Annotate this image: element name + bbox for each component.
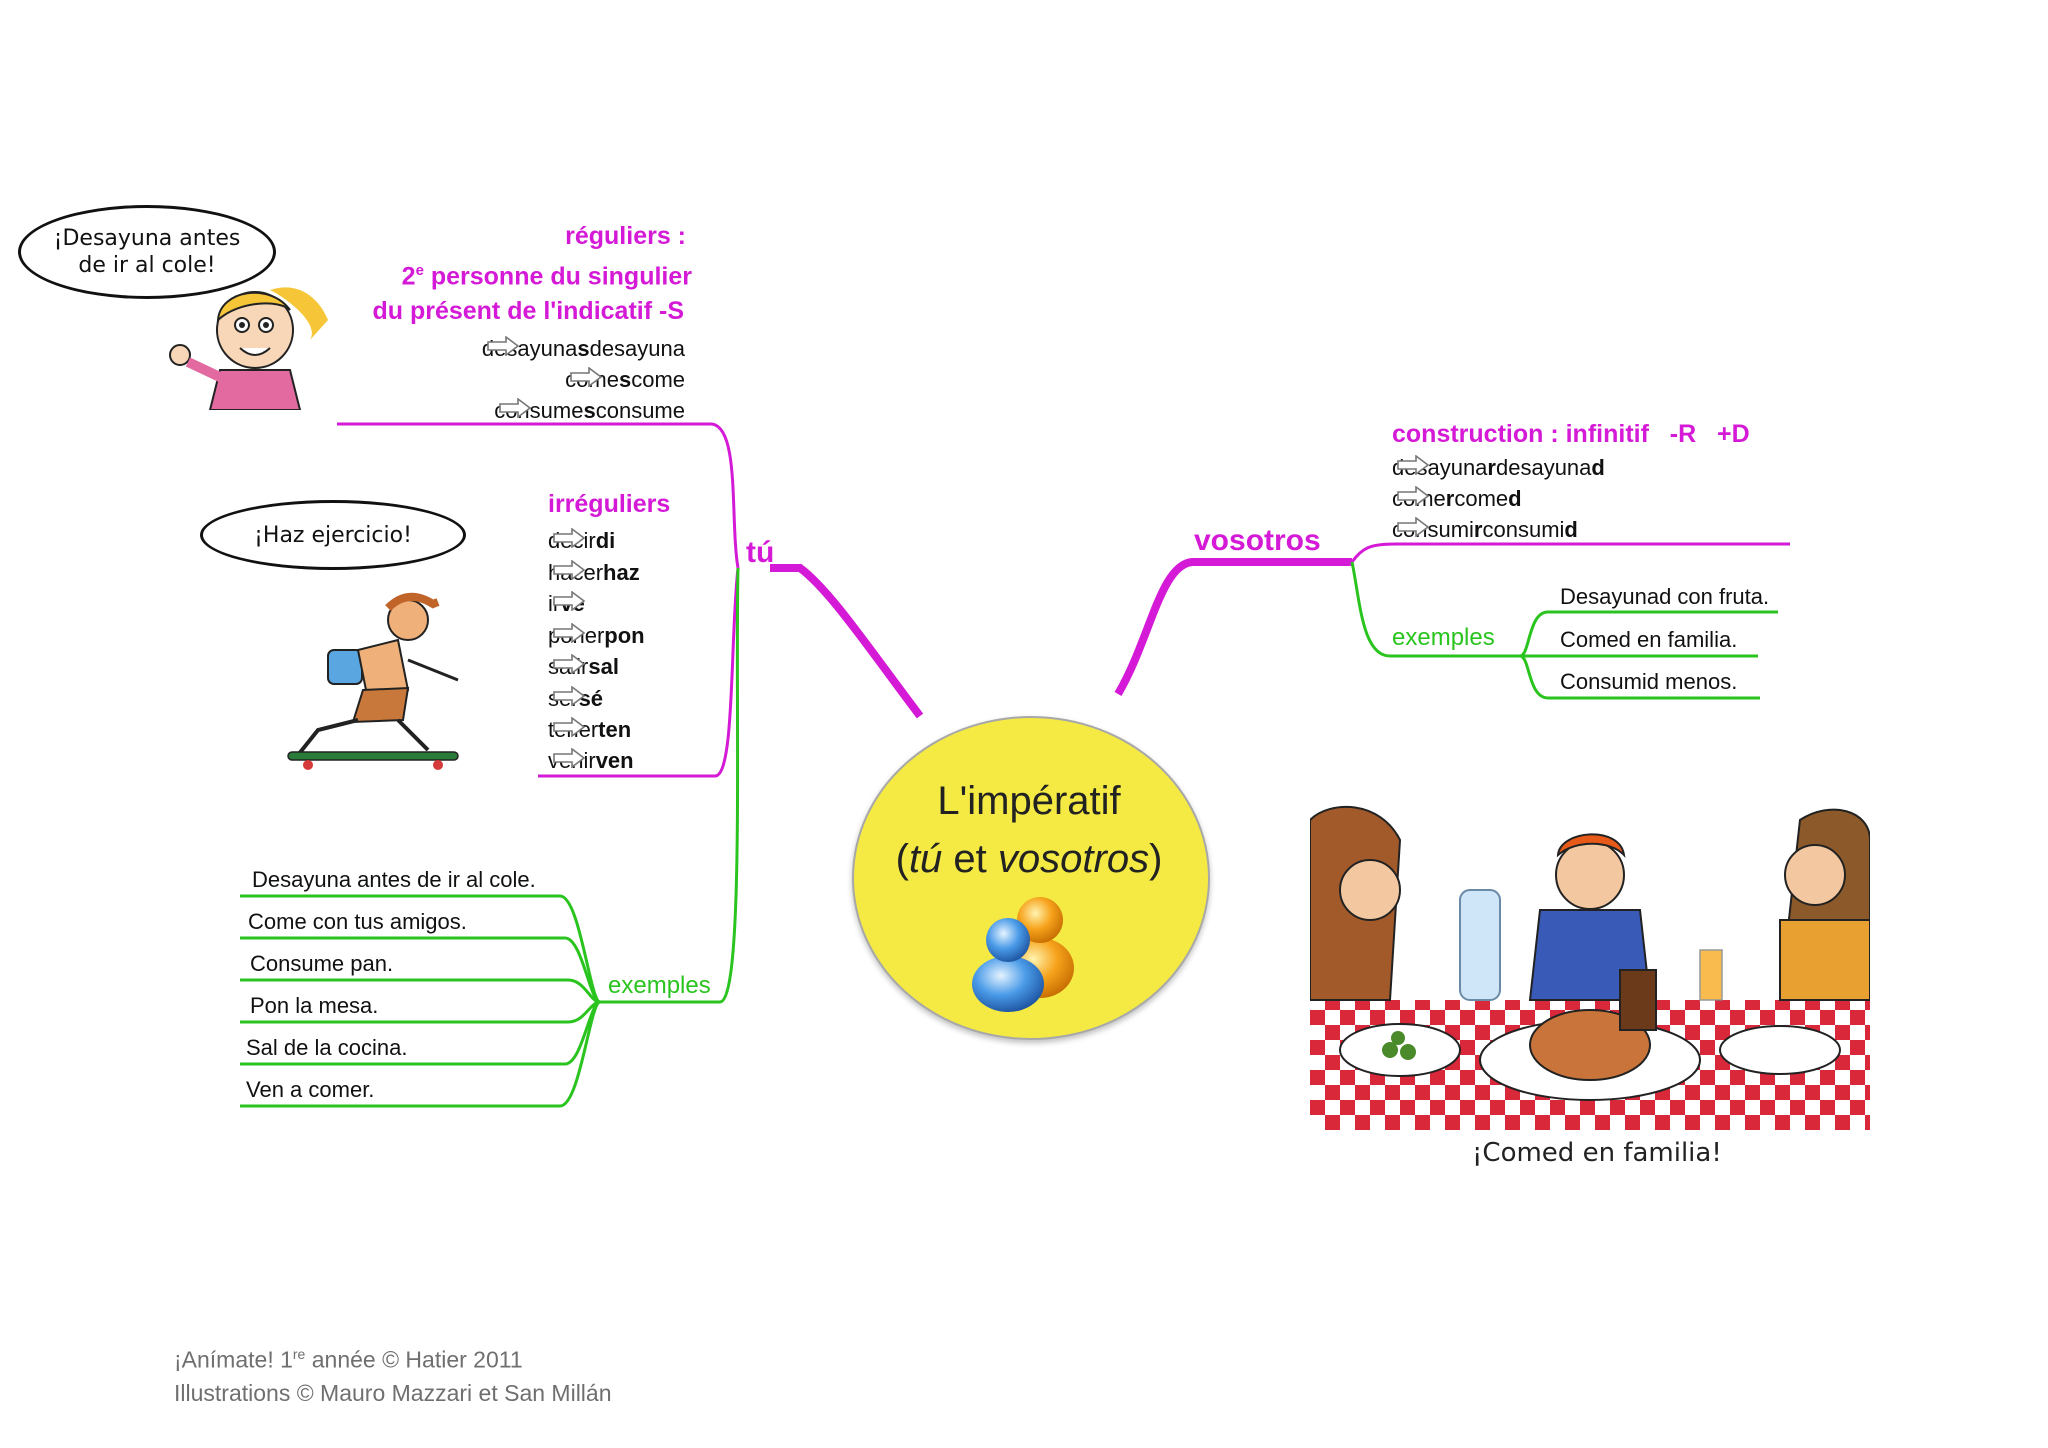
vosotros-main-branch xyxy=(1114,558,1352,697)
vos-ex-branch-1 xyxy=(1519,610,1778,658)
footer-illustrations: Illustrations © Mauro Mazzari et San Mil… xyxy=(174,1380,612,1406)
irregular-item-5: salirsal xyxy=(548,654,619,680)
vosotros-construction-link xyxy=(1350,542,1790,563)
arrow-icon xyxy=(553,748,586,768)
tu-irreguliers-link xyxy=(538,567,740,778)
arrow-icon xyxy=(553,591,586,611)
tu-reguliers-link xyxy=(337,422,740,569)
reguliers-line3: du présent de l'indicatif -S xyxy=(372,297,684,325)
vosotros-exemples-link xyxy=(1350,561,1520,658)
vosotros-example-2: Comed en familia. xyxy=(1560,627,1738,652)
reguliers-item-2: comescome xyxy=(565,367,685,393)
tu-example-3: Consume pan. xyxy=(250,951,394,976)
irregular-item-7: tenerten xyxy=(548,717,631,743)
tu-example-4: Pon la mesa. xyxy=(250,993,379,1018)
irregular-item-1: decirdi xyxy=(548,528,615,554)
construction-item-2: comercomed xyxy=(1392,486,1522,512)
arrow-icon xyxy=(553,717,586,737)
vosotros-example-3: Consumid menos. xyxy=(1560,669,1738,694)
girl-speech-bubble: ¡Desayuna antes de ir al cole! xyxy=(18,205,276,299)
vosotros-exemples-label: exemples xyxy=(1392,624,1495,651)
reguliers-title: réguliers : xyxy=(565,222,686,250)
center-title-line1: L'impératif xyxy=(937,779,1121,823)
irregular-item-4: ponerpon xyxy=(548,623,645,649)
irregular-item-8: venirven xyxy=(548,748,634,774)
tu-label: tú xyxy=(746,536,775,569)
footer-copyright: ¡Anímate! 1re année © Hatier 2011 xyxy=(174,1346,523,1373)
center-title-line2: (tú et vosotros) xyxy=(895,837,1163,881)
tu-example-5: Sal de la cocina. xyxy=(246,1035,408,1060)
construction-title: construction : infinitif -R +D xyxy=(1392,420,1750,448)
girl-illustration xyxy=(169,287,328,410)
tu-ex-branch-6 xyxy=(240,1000,602,1108)
arrow-icon xyxy=(553,528,586,548)
arrow-icon xyxy=(553,623,586,643)
users-icon xyxy=(972,897,1074,1012)
arrow-icon xyxy=(1397,455,1430,475)
irreguliers-title: irréguliers xyxy=(548,490,671,518)
vosotros-example-1: Desayunad con fruta. xyxy=(1560,584,1770,609)
family-caption: ¡Comed en familia! xyxy=(1472,1138,1722,1168)
skater-speech-bubble: ¡Haz ejercicio! xyxy=(200,500,466,570)
arrow-icon xyxy=(1397,517,1430,537)
arrow-icon xyxy=(1397,486,1430,506)
arrow-icon xyxy=(499,398,532,418)
center-title: L'impératif (tú et vosotros) xyxy=(852,772,1206,888)
vos-ex-branch-3 xyxy=(1519,654,1760,700)
vosotros-label: vosotros xyxy=(1194,524,1321,557)
irregular-item-2: hacerhaz xyxy=(548,560,640,586)
arrow-icon xyxy=(487,336,520,356)
skateboarder-illustration xyxy=(287,593,459,770)
arrow-icon xyxy=(570,367,603,387)
irregular-item-6: sersé xyxy=(548,686,603,712)
tu-exemples-link xyxy=(600,567,740,1004)
family-dinner-illustration xyxy=(1310,805,1870,1130)
tu-main-branch xyxy=(770,564,924,719)
reguliers-line2: 2e personne du singulier xyxy=(401,262,692,291)
tu-exemples-label: exemples xyxy=(608,972,711,999)
irregular-item-3: irve xyxy=(548,591,586,617)
tu-example-6: Ven a comer. xyxy=(246,1077,375,1102)
arrow-icon xyxy=(553,560,586,580)
arrow-icon xyxy=(553,654,586,674)
arrow-icon xyxy=(553,686,586,706)
tu-example-1: Desayuna antes de ir al cole. xyxy=(252,867,536,892)
tu-example-2: Come con tus amigos. xyxy=(248,909,467,934)
